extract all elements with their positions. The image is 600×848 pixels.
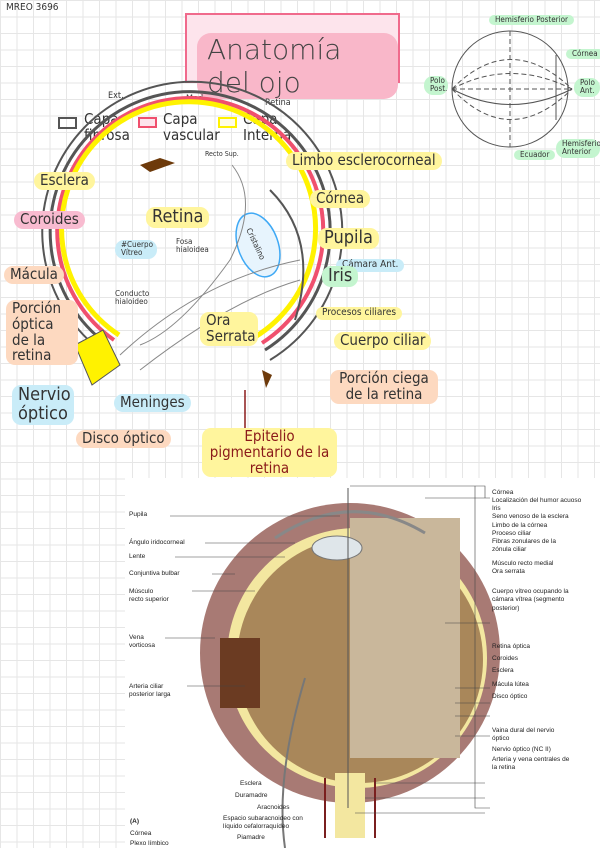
page-code: MREO 3696 <box>6 2 59 13</box>
anatomy-figure: Pupila Ángulo iridocorneal Lente Conjunt… <box>125 478 600 848</box>
fig-label-left: Vena vorticosa <box>129 634 156 650</box>
globe-label: Ecuador <box>514 150 556 161</box>
label-nervio-optico: Nervio óptico <box>12 385 74 425</box>
label-esclera: Esclera <box>34 172 95 190</box>
fig-label-bottom: Duramadre <box>235 792 268 799</box>
label-pupila: Pupila <box>318 228 379 249</box>
page-title: Anatomía del ojo <box>197 33 398 99</box>
label-cuerpo-ciliar: Cuerpo ciliar <box>334 332 432 350</box>
label-cuerpo-vitreo: #Cuerpo Vítreo <box>115 240 157 259</box>
label-macula: Mácula <box>4 266 64 284</box>
fig-label-left: Arteria ciliar posterior larga <box>129 683 171 699</box>
label-epitelio: Epitelio pigmentario de la retina <box>202 428 337 478</box>
fig-label-left: Pupila <box>129 511 148 518</box>
fig-label-right: Proceso ciliar <box>492 529 532 537</box>
label-disco-optico: Disco óptico <box>76 430 171 448</box>
label-porcion-ciega: Porción ciega de la retina <box>330 370 438 404</box>
fig-label-bottom: Esclera <box>240 780 262 787</box>
label-retina: Retina <box>146 207 210 228</box>
label-iris: Iris <box>322 266 359 287</box>
globe-diagram <box>451 30 573 148</box>
fig-label-right: Ora serrata <box>492 568 525 576</box>
fig-label-right: Seno venoso de la esclera <box>492 513 569 521</box>
fig-label-panel: Plexo límbico <box>130 840 169 847</box>
fig-label-bottom: Aracnoides <box>257 804 290 811</box>
fig-label-right: Cuerpo vítreo ocupando la cámara vítrea … <box>492 588 569 612</box>
fig-label-left: Músculo recto superior <box>129 588 169 604</box>
fig-label-panel: Córnea <box>130 830 152 837</box>
fig-label-right: Músculo recto medial <box>492 560 554 567</box>
label-porcion-optica: Porción óptica de la retina <box>6 300 78 365</box>
fig-label-right: Iris <box>492 505 501 513</box>
fig-label-right: Disco óptico <box>492 693 528 701</box>
fig-label-right: Esclera <box>492 666 514 674</box>
legend-note: Retina <box>265 98 291 108</box>
label-meninges: Meninges <box>114 394 191 412</box>
title-box: Anatomía del ojo <box>185 13 400 99</box>
globe-label: Hemisferio Anterior <box>556 139 600 158</box>
legend-label: Capa vascular <box>163 110 220 144</box>
label-procesos: Procesos ciliares <box>316 307 403 320</box>
fig-label-right: Arteria y vena centrales de la retina <box>492 755 570 771</box>
globe-label: Córnea <box>566 49 600 60</box>
label-recto-sup: Recto Sup. <box>205 150 239 158</box>
fig-label-left: Ángulo iridocorneal <box>129 539 185 546</box>
fig-label-right: Localización del humor acuoso <box>492 497 582 505</box>
globe-label: Polo Ant. <box>574 78 600 97</box>
fig-labels-right: Córnea Localización del humor acuoso Iri… <box>492 489 600 772</box>
label-coroides: Coroides <box>14 211 85 229</box>
eye-diagram <box>41 80 344 440</box>
fig-label-right: Limbo de la córnea <box>492 521 548 529</box>
label-fosa: Fosa hialoidea <box>176 237 209 255</box>
globe-label: Polo Post. <box>424 76 448 95</box>
fig-label-left: Lente <box>129 553 146 560</box>
fig-label-right: Vaina dural del nervio óptico <box>492 727 555 743</box>
fig-label-right: Coroides <box>492 654 519 662</box>
label-cornea: Córnea <box>310 190 371 208</box>
fig-label-right: Nervio óptico (NC II) <box>492 745 551 753</box>
fig-panel-label: (A) <box>130 818 140 825</box>
fig-label-right: Mácula lútea <box>492 681 529 688</box>
globe-label: Hemisferio Posterior <box>489 15 574 26</box>
fig-label-bottom: Espacio subaracnoideo con líquido cefalo… <box>223 815 303 831</box>
label-conducto: Conducto hialoideo <box>115 289 150 307</box>
legend-swatch-vascular <box>138 117 157 128</box>
fig-label-right: Fibras zonulares de la zónula ciliar <box>492 537 556 553</box>
legend-swatch-fibrosa <box>58 117 77 129</box>
fig-label-left: Conjuntiva bulbar <box>129 570 180 577</box>
legend-swatch-interna <box>218 117 237 128</box>
legend-note: Ext. <box>108 91 124 101</box>
fig-label-right: Retina óptica <box>492 642 530 650</box>
fig-label-bottom: Piamadre <box>237 834 265 841</box>
fig-label-right: Córnea <box>492 489 514 496</box>
label-limbo: Limbo esclerocorneal <box>286 152 442 170</box>
label-ora-serrata: Ora Serrata <box>200 312 258 346</box>
